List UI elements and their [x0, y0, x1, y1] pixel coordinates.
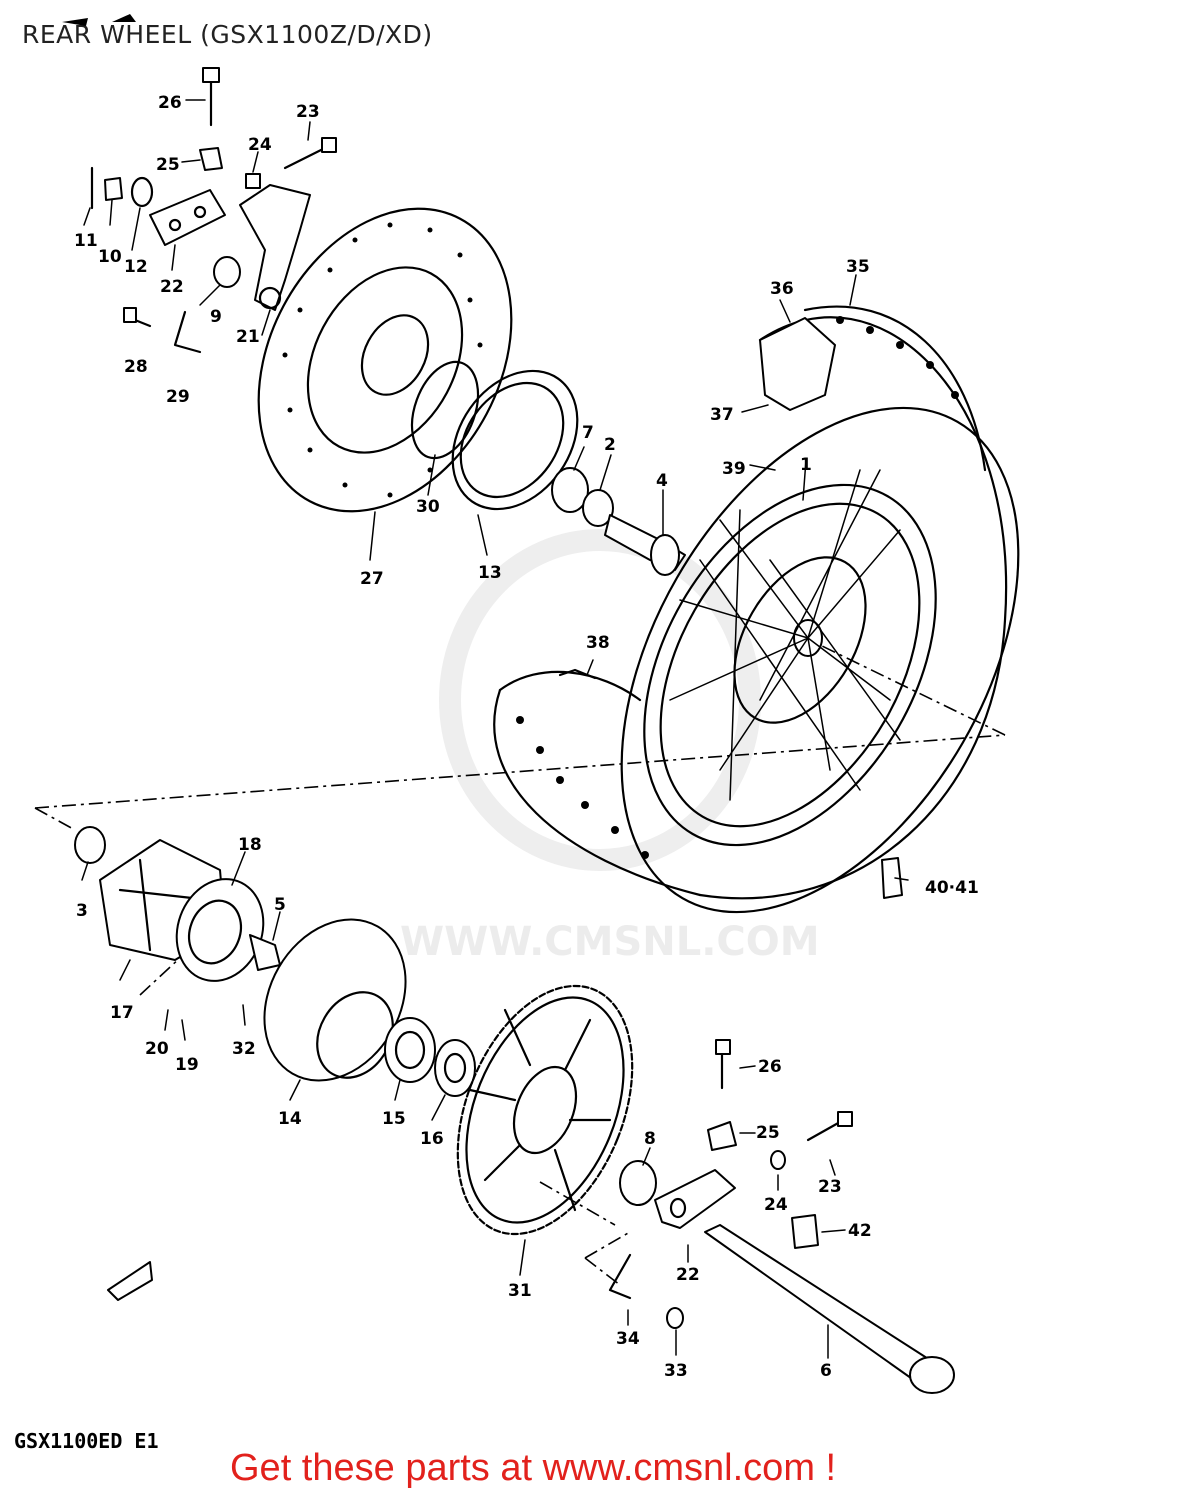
callout-labels: 26 23 24 25 11 10 12 22 9 21 28 29 27 30… — [74, 93, 979, 1381]
callout-24-top: 24 — [248, 135, 272, 155]
callout-39: 39 — [722, 459, 746, 479]
callout-33: 33 — [664, 1361, 688, 1381]
leader-lines — [81, 99, 909, 1359]
callout-34: 34 — [616, 1329, 640, 1349]
callout-16: 16 — [420, 1129, 444, 1149]
rear-wheel — [620, 406, 1020, 914]
brake-disc — [257, 207, 513, 513]
callout-1: 1 — [800, 455, 812, 475]
callout-11: 11 — [74, 231, 98, 251]
callout-21: 21 — [236, 327, 260, 347]
callout-29: 29 — [166, 387, 190, 407]
callout-8: 8 — [644, 1129, 656, 1149]
callout-5: 5 — [274, 895, 286, 915]
callout-14: 14 — [278, 1109, 302, 1129]
callout-30: 30 — [416, 497, 440, 517]
callout-15: 15 — [382, 1109, 406, 1129]
callout-36: 36 — [770, 279, 794, 299]
watermark: WWW.CMSNL.COM — [400, 529, 820, 965]
model-code: GSX1100ED E1 — [14, 1429, 159, 1453]
bearing-seal — [384, 1017, 476, 1097]
callout-24-bottom: 24 — [764, 1195, 788, 1215]
front-arrow — [107, 1261, 153, 1301]
callout-20: 20 — [145, 1039, 169, 1059]
callout-40-41: 40·41 — [925, 878, 979, 898]
callout-2: 2 — [604, 435, 616, 455]
callout-23-bottom: 23 — [818, 1177, 842, 1197]
callout-22-bottom: 22 — [676, 1265, 700, 1285]
caliper-bracket — [239, 184, 311, 311]
callout-26-top: 26 — [158, 93, 182, 113]
torque-link-top — [149, 189, 226, 246]
callout-17: 17 — [110, 1003, 134, 1023]
callout-32: 32 — [232, 1039, 256, 1059]
callout-26-bottom: 26 — [758, 1057, 782, 1077]
callout-4: 4 — [656, 471, 668, 491]
callout-10: 10 — [98, 247, 122, 267]
valve-cap — [881, 857, 903, 899]
watermark-text: WWW.CMSNL.COM — [400, 919, 820, 965]
callout-25-bottom: 25 — [756, 1123, 780, 1143]
drive-hub — [175, 878, 281, 982]
callout-18: 18 — [238, 835, 262, 855]
callout-28: 28 — [124, 357, 148, 377]
callout-42: 42 — [848, 1221, 872, 1241]
rear-tyre — [493, 305, 1008, 900]
callout-22-top: 22 — [160, 277, 184, 297]
callout-27: 27 — [360, 569, 384, 589]
corner-marks — [62, 14, 136, 26]
callout-19: 19 — [175, 1055, 199, 1075]
callout-23-top: 23 — [296, 102, 320, 122]
callout-31: 31 — [508, 1281, 532, 1301]
rear-sprocket — [456, 984, 634, 1236]
rim-band — [558, 317, 836, 680]
reference-lines — [34, 644, 1006, 1286]
callout-37: 37 — [710, 405, 734, 425]
callout-13: 13 — [478, 563, 502, 583]
bearing-parts-top — [551, 467, 686, 576]
callout-25-top: 25 — [156, 155, 180, 175]
callout-9: 9 — [210, 307, 222, 327]
callout-12: 12 — [124, 257, 148, 277]
callout-35: 35 — [846, 257, 870, 277]
footer-link[interactable]: Get these parts at www.cmsnl.com ! — [230, 1447, 837, 1489]
callout-3: 3 — [76, 901, 88, 921]
callout-38: 38 — [586, 633, 610, 653]
rear-axle — [704, 1224, 955, 1394]
callout-7: 7 — [582, 423, 594, 443]
hardware-right — [608, 1039, 853, 1329]
callout-6: 6 — [820, 1361, 832, 1381]
page-title: REAR WHEEL (GSX1100Z/D/XD) — [22, 20, 433, 49]
hardware-top-left — [90, 67, 337, 354]
